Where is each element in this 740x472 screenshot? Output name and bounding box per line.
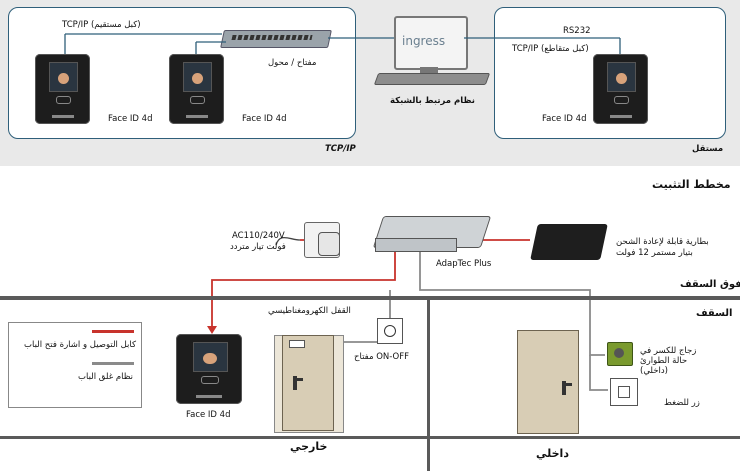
on-off-label: ON-OFF مفتاح — [354, 352, 410, 362]
break-glass-icon — [607, 342, 633, 366]
push-button-label: زر للضغط — [664, 398, 700, 408]
tcp-direct-label: (كبل مستقيم) TCP/IP — [62, 20, 141, 30]
maglock-icon — [289, 340, 305, 348]
push-button-icon — [610, 378, 638, 406]
ac-voltage-label: AC110/240V — [232, 231, 285, 241]
face-id-reader-bottom — [176, 334, 242, 404]
legend-gray-label: نظام غلق الباب — [78, 372, 134, 382]
on-off-switch-knob — [384, 325, 396, 337]
face-id-device-2 — [169, 54, 224, 124]
legend-gray-line — [92, 362, 134, 365]
ceiling-line — [0, 296, 740, 300]
face-id-device-3 — [593, 54, 648, 124]
legend-red-line — [92, 330, 134, 333]
maglock-label: القفل الكهرومغناطيسي — [268, 306, 351, 316]
ac-sub-label: فولت تيار متردد — [230, 242, 286, 252]
network-system-label: نظام مرتبط بالشبكة — [390, 96, 475, 106]
legend-red-label: كابل التوصيل و اشارة فتح الباب — [24, 340, 137, 350]
inside-door — [517, 330, 579, 434]
tcp-cross-label: (كبل متقاطع) TCP/IP — [512, 44, 589, 54]
outside-door-handle — [293, 376, 303, 390]
standalone-panel-title: مستقل — [692, 144, 724, 154]
legend-box — [8, 322, 142, 408]
battery-icon — [530, 224, 608, 260]
battery-label-2: بتيار مستمر 12 فولت — [616, 248, 693, 258]
power-plug-icon — [318, 232, 340, 256]
face-id-label-3: Face ID 4d — [542, 114, 587, 124]
adaptec-label: AdapTec Plus — [436, 259, 492, 269]
break-glass-label-2: حالة الطوارئ — [640, 356, 688, 366]
face-id-label-2: Face ID 4d — [242, 114, 287, 124]
tcpip-panel-title: TCP/IP — [325, 144, 356, 154]
wall-divider — [427, 299, 430, 471]
outside-label: خارجي — [290, 440, 328, 453]
inside-label: داخلي — [536, 447, 569, 460]
ingress-logo-text: ingress — [402, 34, 446, 48]
face-id-label-1: Face ID 4d — [108, 114, 153, 124]
ceiling-label: السقف — [696, 308, 733, 319]
break-glass-center — [614, 348, 624, 358]
adaptec-front — [375, 238, 457, 252]
inside-door-handle — [562, 381, 572, 395]
face-id-bottom-label: Face ID 4d — [186, 410, 231, 420]
break-glass-label-3: (داخلي) — [640, 366, 668, 376]
monitor-stand — [420, 67, 438, 73]
battery-label-1: بطارية قابلة لإعادة الشحن — [616, 237, 709, 247]
outside-door — [282, 335, 334, 431]
push-button-inner — [618, 386, 630, 398]
face-id-device-1 — [35, 54, 90, 124]
switch-label: مفتاح / محول — [268, 58, 317, 68]
floor-line — [0, 436, 740, 439]
installation-title: مخطط التثبيت — [652, 178, 731, 191]
rs232-label: RS232 — [563, 26, 591, 36]
above-ceiling-label: فوق السقف — [680, 279, 740, 290]
break-glass-label-1: زجاج للكسر في — [640, 346, 697, 356]
